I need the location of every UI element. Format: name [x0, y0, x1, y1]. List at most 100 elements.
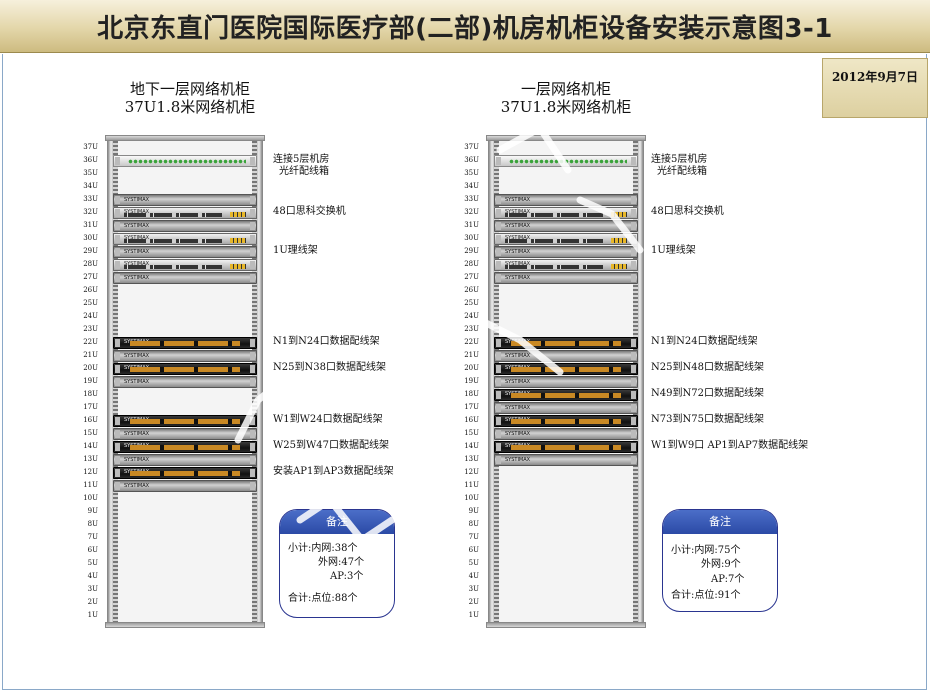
unit-label: 20U	[83, 364, 98, 372]
unit-label: 21U	[464, 351, 479, 359]
patch-panel-icon: SYSTIMAX	[494, 337, 638, 349]
cable-manager-icon: SYSTIMAX	[113, 350, 257, 362]
unit-label: 31U	[464, 221, 479, 229]
unit-label: 7U	[87, 533, 98, 541]
note-ap-row: AP:7个	[711, 573, 744, 586]
unit-label: 6U	[87, 546, 98, 554]
ap-value: 7个	[727, 574, 745, 585]
cable-manager-icon: SYSTIMAX	[494, 350, 638, 362]
fiber-distribution-box-icon	[113, 155, 257, 167]
note-box-first-floor: 备注 小计:内网:75个 外网:9个 AP:7个 合计:点位:91个	[662, 509, 778, 612]
unit-label: 28U	[464, 260, 479, 268]
cable-manager-icon: SYSTIMAX	[494, 428, 638, 440]
unit-label: 9U	[87, 507, 98, 515]
note-inner-row: 小计:内网:75个	[671, 544, 740, 557]
rack-spec: 37U1.8米网络机柜	[124, 98, 256, 116]
title-bar: 北京东直门医院国际医疗部(二部)机房机柜设备安装示意图3-1	[0, 0, 930, 53]
cable-manager-icon: SYSTIMAX	[494, 220, 638, 232]
device-label: W25到W47口数据配线架	[273, 440, 390, 451]
brand-label: SYSTIMAX	[124, 223, 150, 229]
unit-label: 19U	[464, 377, 479, 385]
unit-label: 25U	[464, 299, 479, 307]
note-box-basement: 备注 小计:内网:38个 外网:47个 AP:3个 合计:点位:88个	[279, 509, 395, 618]
unit-label: 23U	[464, 325, 479, 333]
unit-label: 30U	[83, 234, 98, 242]
brand-label: SYSTIMAX	[505, 405, 531, 411]
cable-manager-icon: SYSTIMAX	[113, 480, 257, 492]
unit-label: 33U	[464, 195, 479, 203]
note-outer-row: 外网:47个	[318, 556, 364, 569]
brand-label: SYSTIMAX	[124, 379, 150, 385]
brand-label: SYSTIMAX	[505, 457, 531, 463]
unit-label: 25U	[83, 299, 98, 307]
subtotal-label: 小计:	[671, 545, 695, 556]
brand-label: SYSTIMAX	[505, 275, 531, 281]
unit-label: 2U	[468, 598, 479, 606]
cable-manager-icon: SYSTIMAX	[494, 272, 638, 284]
unit-label: 4U	[468, 572, 479, 580]
patch-panel-icon: SYSTIMAX	[113, 415, 257, 427]
cable-manager-icon: SYSTIMAX	[113, 246, 257, 258]
outer-value: 9个	[724, 559, 741, 570]
note-outer-row: 外网:9个	[701, 558, 741, 571]
patch-panel-icon: SYSTIMAX	[494, 389, 638, 401]
unit-label: 34U	[464, 182, 479, 190]
unit-label: 14U	[83, 442, 98, 450]
fiber-distribution-box-icon	[494, 155, 638, 167]
unit-label: 19U	[83, 377, 98, 385]
cable-manager-icon: SYSTIMAX	[113, 194, 257, 206]
unit-label: 34U	[83, 182, 98, 190]
brand-label: SYSTIMAX	[124, 275, 150, 281]
device-label: W1到W9口 AP1到AP7数据配线架	[651, 440, 809, 451]
note-total-row: 合计:点位:88个	[288, 592, 357, 605]
patch-panel-icon: SYSTIMAX	[113, 467, 257, 479]
note-title: 备注	[663, 510, 777, 534]
brand-label: SYSTIMAX	[124, 457, 150, 463]
unit-label: 32U	[464, 208, 479, 216]
unit-label: 21U	[83, 351, 98, 359]
cable-manager-icon: SYSTIMAX	[494, 194, 638, 206]
brand-label: SYSTIMAX	[505, 249, 531, 255]
brand-label: SYSTIMAX	[124, 235, 150, 241]
rack-spec: 37U1.8米网络机柜	[500, 98, 632, 116]
cable-manager-icon: SYSTIMAX	[494, 454, 638, 466]
unit-label: 29U	[83, 247, 98, 255]
ap-value: 3个	[346, 571, 364, 582]
device-label: 48口思科交换机	[651, 206, 724, 217]
brand-label: SYSTIMAX	[505, 209, 531, 215]
unit-label: 3U	[87, 585, 98, 593]
slide-frame	[2, 54, 927, 690]
brand-label: SYSTIMAX	[124, 353, 150, 359]
unit-label: 8U	[468, 520, 479, 528]
rack-top-cap	[486, 135, 646, 141]
page-title: 北京东直门医院国际医疗部(二部)机房机柜设备安装示意图3-1	[97, 13, 833, 44]
unit-label: 35U	[464, 169, 479, 177]
cable-manager-icon: SYSTIMAX	[494, 402, 638, 414]
unit-label: 10U	[83, 494, 98, 502]
patch-panel-icon: SYSTIMAX	[113, 337, 257, 349]
device-label: 安装AP1到AP3数据配线架	[273, 466, 394, 477]
unit-label: 28U	[83, 260, 98, 268]
brand-label: SYSTIMAX	[124, 249, 150, 255]
unit-label: 26U	[83, 286, 98, 294]
device-label: W1到W24口数据配线架	[273, 414, 383, 425]
outer-label: 外网:	[701, 559, 725, 570]
unit-label: 29U	[464, 247, 479, 255]
brand-label: SYSTIMAX	[505, 353, 531, 359]
cisco-switch-icon: SYSTIMAX	[113, 259, 257, 271]
cisco-switch-icon: SYSTIMAX	[113, 207, 257, 219]
note-title: 备注	[280, 510, 394, 534]
device-label: N49到N72口数据配线架	[651, 388, 764, 399]
brand-label: SYSTIMAX	[505, 379, 531, 385]
unit-label: 36U	[464, 156, 479, 164]
unit-label: 1U	[87, 611, 98, 619]
brand-label: SYSTIMAX	[505, 235, 531, 241]
cable-manager-icon: SYSTIMAX	[113, 428, 257, 440]
unit-label: 35U	[83, 169, 98, 177]
unit-label: 13U	[464, 455, 479, 463]
date-badge: 2012年9月7日	[822, 58, 928, 118]
total-label: 合计:	[671, 590, 695, 601]
rack-name: 地下一层网络机柜	[129, 80, 250, 98]
cable-manager-icon: SYSTIMAX	[113, 454, 257, 466]
unit-label: 31U	[83, 221, 98, 229]
